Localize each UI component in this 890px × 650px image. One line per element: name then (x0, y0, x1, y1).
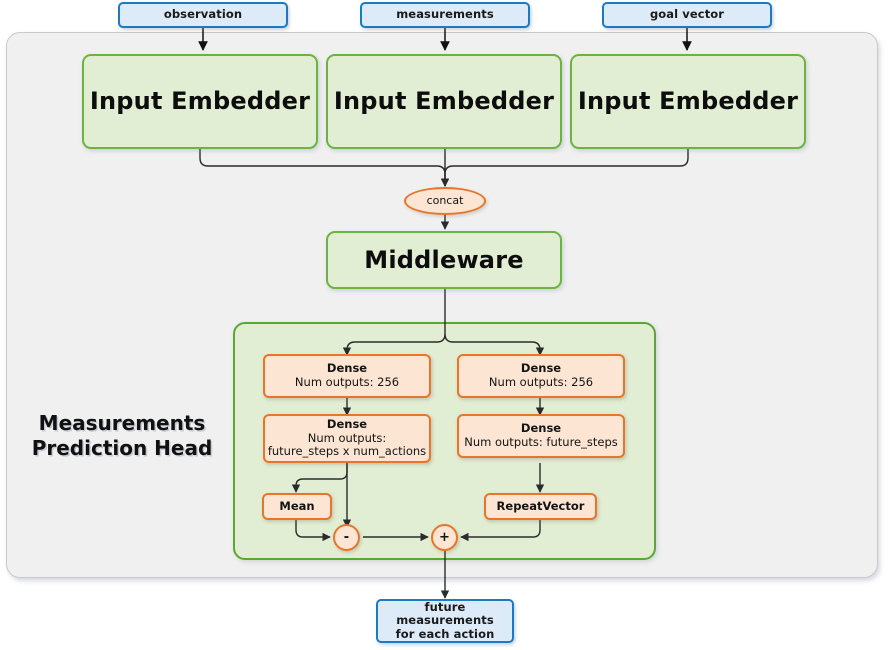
dense-left-256[interactable]: Dense Num outputs: 256 (263, 354, 431, 398)
mean-block[interactable]: Mean (262, 493, 332, 520)
middleware-block[interactable]: Middleware (326, 231, 562, 289)
dense-right-256[interactable]: Dense Num outputs: 256 (457, 354, 625, 398)
repeat-vector-label: RepeatVector (496, 498, 585, 513)
input-terminal-goal-vector[interactable]: goal vector (602, 2, 772, 28)
input-embedder-observation-label: Input Embedder (89, 87, 311, 116)
dense-right-future-steps[interactable]: Dense Num outputs: future_steps (457, 414, 625, 458)
concat-label: concat (426, 193, 464, 207)
page-title-line2: Prediction Head (31, 436, 213, 460)
dense-left-actions-title: Dense (326, 417, 368, 432)
add-operator-label: + (439, 529, 450, 545)
input-terminal-measurements-label: measurements (396, 7, 494, 22)
mean-label: Mean (279, 498, 315, 513)
repeat-vector-block[interactable]: RepeatVector (484, 493, 597, 520)
concat-node[interactable]: concat (404, 187, 486, 215)
dense-right-256-title: Dense (520, 361, 562, 376)
output-terminal-line2: for each action (395, 626, 495, 641)
input-embedder-goal-vector-label: Input Embedder (577, 87, 799, 116)
add-operator[interactable]: + (431, 524, 458, 551)
input-terminal-observation[interactable]: observation (118, 2, 288, 28)
page-title: Measurements Prediction Head (24, 408, 220, 464)
output-terminal-future-measurements[interactable]: future measurements for each action (376, 599, 514, 643)
page-title-line1: Measurements (38, 411, 206, 435)
input-terminal-observation-label: observation (163, 7, 243, 22)
dense-left-future-steps-x-num-actions[interactable]: Dense Num outputs: future_steps x num_ac… (263, 414, 431, 463)
subtract-operator[interactable]: - (333, 524, 360, 551)
output-terminal-line1: future measurements (396, 599, 494, 628)
input-terminal-measurements[interactable]: measurements (360, 2, 530, 28)
dense-left-actions-subtitle-2: future_steps x num_actions (267, 444, 427, 459)
subtract-operator-label: - (343, 529, 350, 545)
dense-right-steps-subtitle: Num outputs: future_steps (464, 435, 618, 449)
input-terminal-goal-vector-label: goal vector (649, 7, 725, 22)
input-embedder-observation[interactable]: Input Embedder (82, 54, 318, 149)
dense-right-steps-title: Dense (520, 421, 562, 436)
input-embedder-goal-vector[interactable]: Input Embedder (570, 54, 806, 149)
dense-right-256-subtitle: Num outputs: 256 (488, 375, 594, 389)
dense-left-256-title: Dense (326, 361, 368, 376)
dense-left-256-subtitle: Num outputs: 256 (294, 375, 400, 389)
input-embedder-measurements-label: Input Embedder (333, 87, 555, 116)
input-embedder-measurements[interactable]: Input Embedder (326, 54, 562, 149)
middleware-label: Middleware (364, 245, 524, 274)
dense-left-actions-subtitle-1: Num outputs: (307, 430, 387, 445)
